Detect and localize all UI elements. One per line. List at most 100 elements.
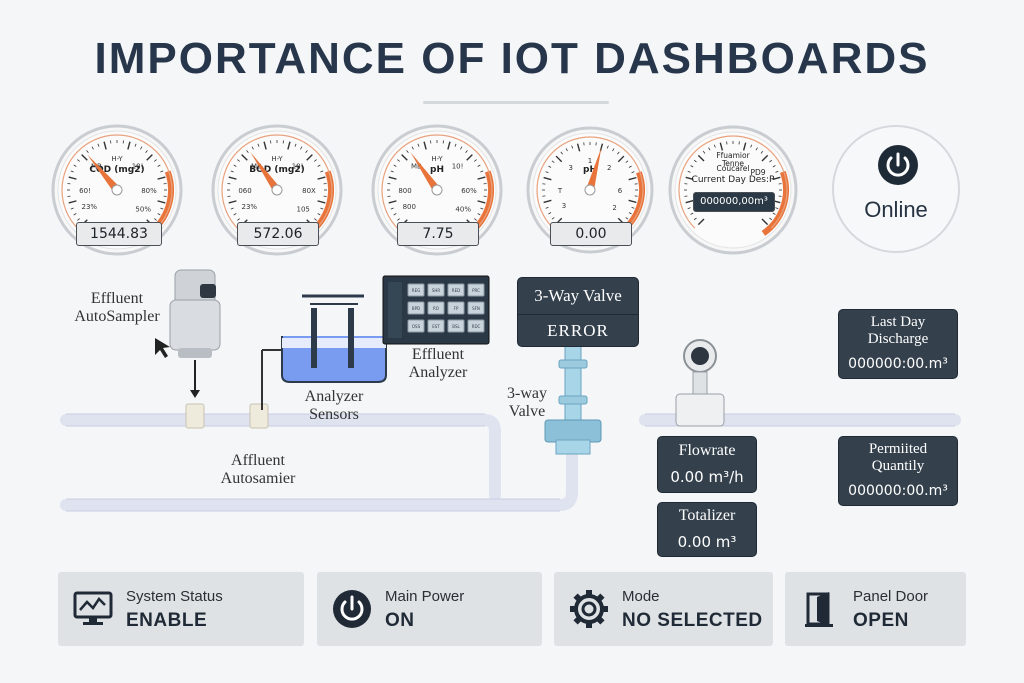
analyzer-key <box>407 283 425 297</box>
main-power-label: Main Power <box>385 588 465 605</box>
gauge-tick-label: 80% <box>141 187 157 195</box>
totalizer-panel: Totalizer 0.00 m³ <box>657 502 757 557</box>
gauge-tick-label: 23% <box>82 203 98 211</box>
flowrate-panel: Flowrate 0.00 m³/h <box>657 436 757 493</box>
svg-text:OSS: OSS <box>412 324 421 329</box>
gauge-tick-label: H-Y <box>431 155 443 163</box>
gauge-needle <box>87 154 121 193</box>
gauge-label: PD9 <box>750 168 765 177</box>
gauge-readout: 7.75 <box>397 222 479 246</box>
pipe-network <box>60 414 961 511</box>
analyzer-sensor-tank <box>261 294 387 410</box>
gauge-label: Ffuamior <box>716 151 750 160</box>
gauge-tick-label: 60! <box>79 187 91 195</box>
gauge-tick-label: 2 <box>607 164 611 172</box>
gauge-tick-label: 2 <box>612 204 616 212</box>
main-power-card[interactable]: Main Power ON <box>317 572 542 646</box>
svg-text:RO: RO <box>433 306 439 311</box>
gauge-tick-label: 80X <box>302 187 316 195</box>
mode-card[interactable]: Mode NO SELECTED <box>554 572 773 646</box>
mode-value: NO SELECTED <box>622 610 763 631</box>
svg-text:SHR: SHR <box>432 288 441 293</box>
gauge-tick-label: H-Y <box>271 155 283 163</box>
svg-text:PRC: PRC <box>472 288 480 293</box>
gauge-tick-label: 10! <box>292 162 304 170</box>
analyzer-key <box>407 301 425 315</box>
valve-panel-title: 3-Way Valve <box>518 278 638 315</box>
svg-text:BPD: BPD <box>412 306 420 311</box>
system-status-value: ENABLE <box>126 610 208 631</box>
door-icon <box>799 588 841 634</box>
online-status-indicator[interactable]: Online <box>832 125 960 253</box>
panel-door-label: Panel Door <box>853 588 929 605</box>
gauge-tick-label: MB <box>251 162 262 170</box>
gauge-tick-label: 1 <box>588 157 592 165</box>
gauge-label: Tenne <box>721 159 744 168</box>
last-day-discharge-value: 000000:00.m³ <box>848 356 948 372</box>
gauge-tick-label: 50% <box>135 205 151 213</box>
gauge-tick-label: 800 <box>398 187 411 195</box>
valve-status-panel[interactable]: 3-Way Valve ERROR <box>517 277 639 347</box>
mode-label: Mode <box>622 588 660 605</box>
analyzer-key <box>447 319 465 333</box>
svg-text:BSL: BSL <box>452 324 460 329</box>
analyzer-key <box>427 319 445 333</box>
pipe-fitting <box>185 403 205 429</box>
online-label: Online <box>864 197 928 222</box>
panel-door-card[interactable]: Panel Door OPEN <box>785 572 966 646</box>
power-icon <box>878 145 918 185</box>
system-status-label: System Status <box>126 588 223 605</box>
gauge-tick-label: MB <box>411 162 422 170</box>
three-way-valve <box>544 345 602 455</box>
gauge-tick-label: H-Y <box>111 155 123 163</box>
flow-meter <box>675 339 725 427</box>
totalizer-label: Totalizer <box>678 507 736 524</box>
analyzer-key <box>447 301 465 315</box>
gauge-needle <box>250 152 281 193</box>
power-icon <box>331 588 373 634</box>
analyzer-key <box>467 301 485 315</box>
svg-text:SFN: SFN <box>472 306 480 311</box>
svg-text:REG: REG <box>412 288 420 293</box>
gauge-readout: 1544.83 <box>76 222 162 246</box>
page-title: IMPORTANCE OF IOT DASHBOARDS <box>94 34 930 83</box>
analyzer-key <box>467 283 485 297</box>
gauge-tick-label: 105 <box>297 205 310 213</box>
gauge-readout: 0.00 <box>550 222 632 246</box>
svg-text:EST: EST <box>432 324 440 329</box>
gauge-readout: 000000,00m³ <box>693 192 775 212</box>
svg-text:FP: FP <box>454 306 459 311</box>
main-power-value: ON <box>385 610 415 631</box>
gauge-tick-label: 10! <box>452 162 464 170</box>
panel-door-value: OPEN <box>853 610 909 631</box>
flowrate-label: Flowrate <box>678 442 736 459</box>
gauge-tick-label: 3 <box>568 164 572 172</box>
analyzer-key <box>467 319 485 333</box>
gauge-label: Current Day Des:P <box>692 175 775 185</box>
gauge-needle <box>586 147 602 192</box>
title-divider <box>423 101 609 104</box>
gauge-tick-label: 40% <box>455 205 471 213</box>
gauge-label: pH <box>430 165 444 175</box>
analyzer-key <box>427 283 445 297</box>
gauge-readout: 572.06 <box>237 222 319 246</box>
autosampler-device <box>169 269 221 398</box>
totalizer-value: 0.00 m³ <box>677 533 737 551</box>
permitted-quantity-value: 000000:00.m³ <box>848 483 948 499</box>
pipe-fitting <box>249 403 269 429</box>
gauge-label: BOD (mg2) <box>249 165 304 175</box>
gauge-label: pH <box>583 165 597 175</box>
system-status-card[interactable]: System Status ENABLE <box>58 572 304 646</box>
gauge-tick-label: 10! <box>132 162 144 170</box>
gauge-tick-label: 6 <box>618 187 623 195</box>
svg-text:RED: RED <box>452 288 460 293</box>
